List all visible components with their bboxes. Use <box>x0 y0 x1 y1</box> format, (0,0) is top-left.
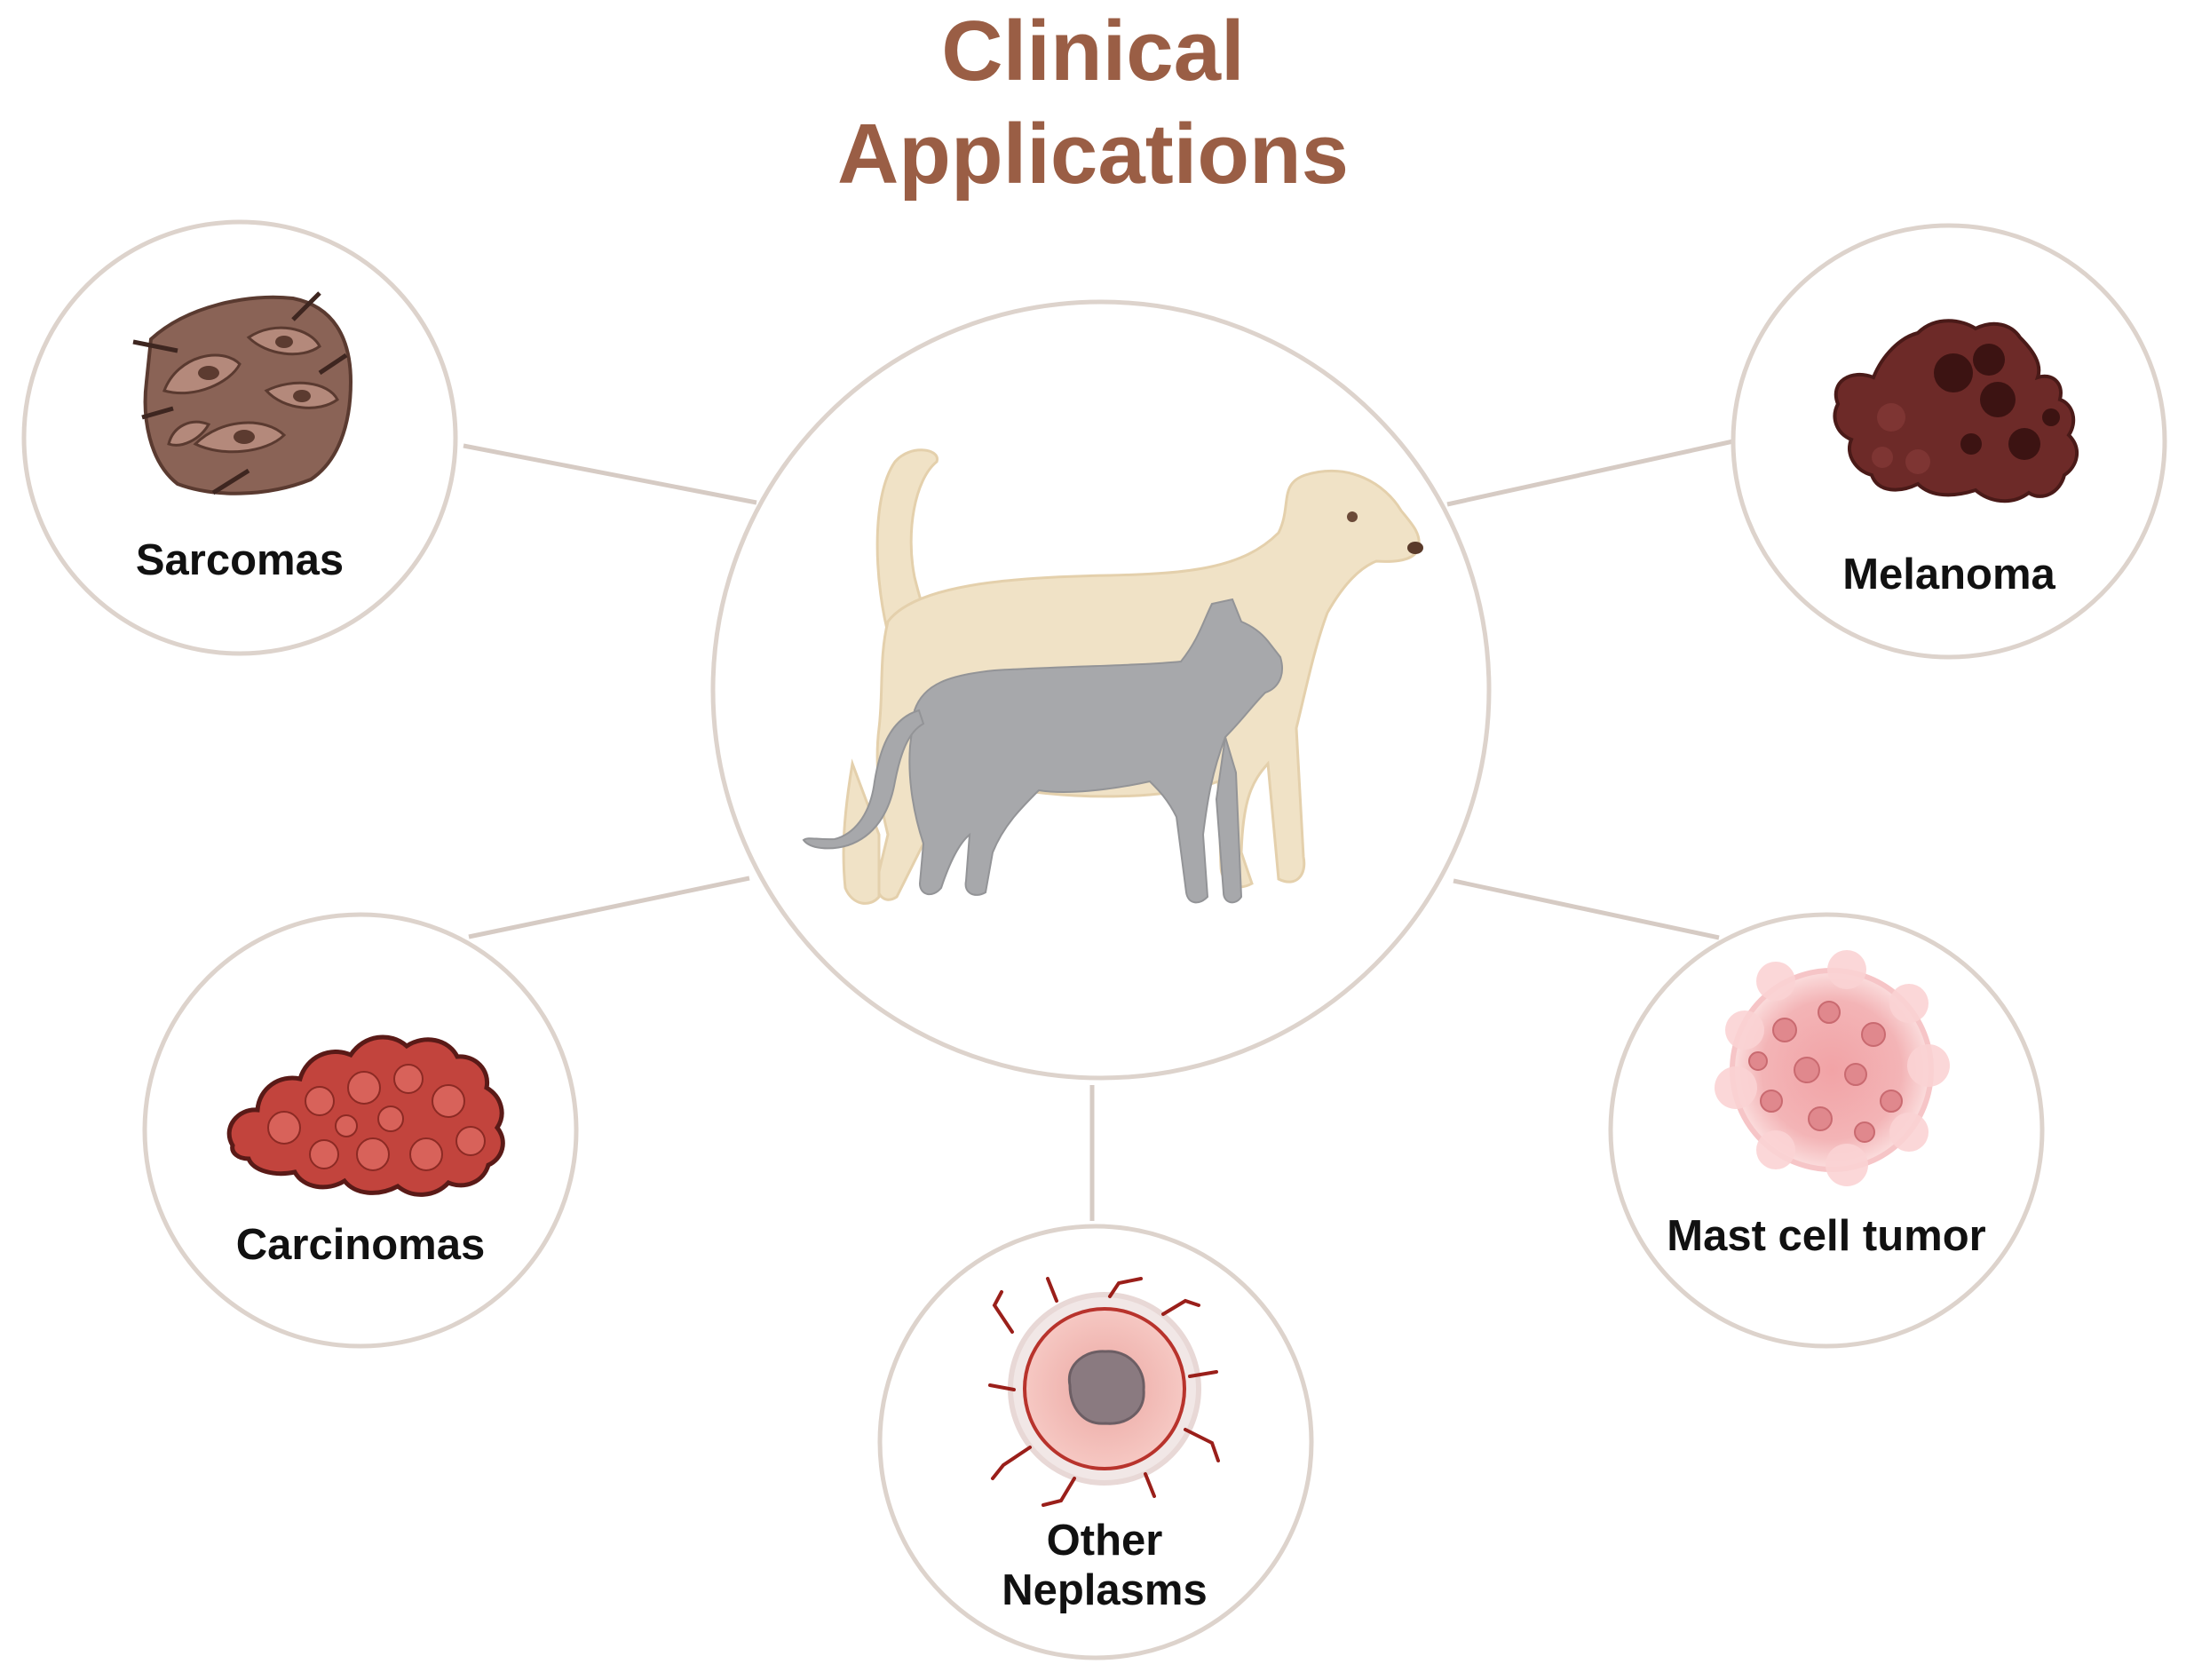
cat-icon <box>802 598 1283 904</box>
dog-eye-icon <box>1347 511 1358 522</box>
melanoma-tissue-icon <box>1833 319 2079 503</box>
sarcoma-tissue-icon <box>132 291 353 495</box>
connector-carcinomas <box>468 876 750 939</box>
node-label-other-neoplasms-line2: Neplasms <box>1002 1566 1208 1614</box>
mast-cell-tumor-icon <box>1715 950 1950 1186</box>
dog-and-cat-icon <box>802 448 1423 905</box>
node-label-carcinomas: Carcinomas <box>235 1221 486 1269</box>
connectors <box>463 439 1734 1221</box>
diagram-title-line1: Clinical <box>941 4 1245 99</box>
connector-melanoma <box>1446 439 1734 507</box>
neoplasm-cell-icon <box>988 1277 1220 1507</box>
node-label-other-neoplasms-line1: Other <box>1046 1517 1163 1565</box>
node-label-mast-cell-tumor: Mast cell tumor <box>1667 1212 1986 1260</box>
connector-sarcomas <box>463 443 757 505</box>
connector-mast-cell-tumor <box>1453 878 1720 940</box>
dog-nose-icon <box>1407 542 1423 554</box>
carcinoma-tissue-icon <box>226 1034 505 1197</box>
diagram-title-line2: Applications <box>836 107 1350 202</box>
node-label-sarcomas: Sarcomas <box>135 536 345 584</box>
node-label-melanoma: Melanoma <box>1842 551 2055 598</box>
